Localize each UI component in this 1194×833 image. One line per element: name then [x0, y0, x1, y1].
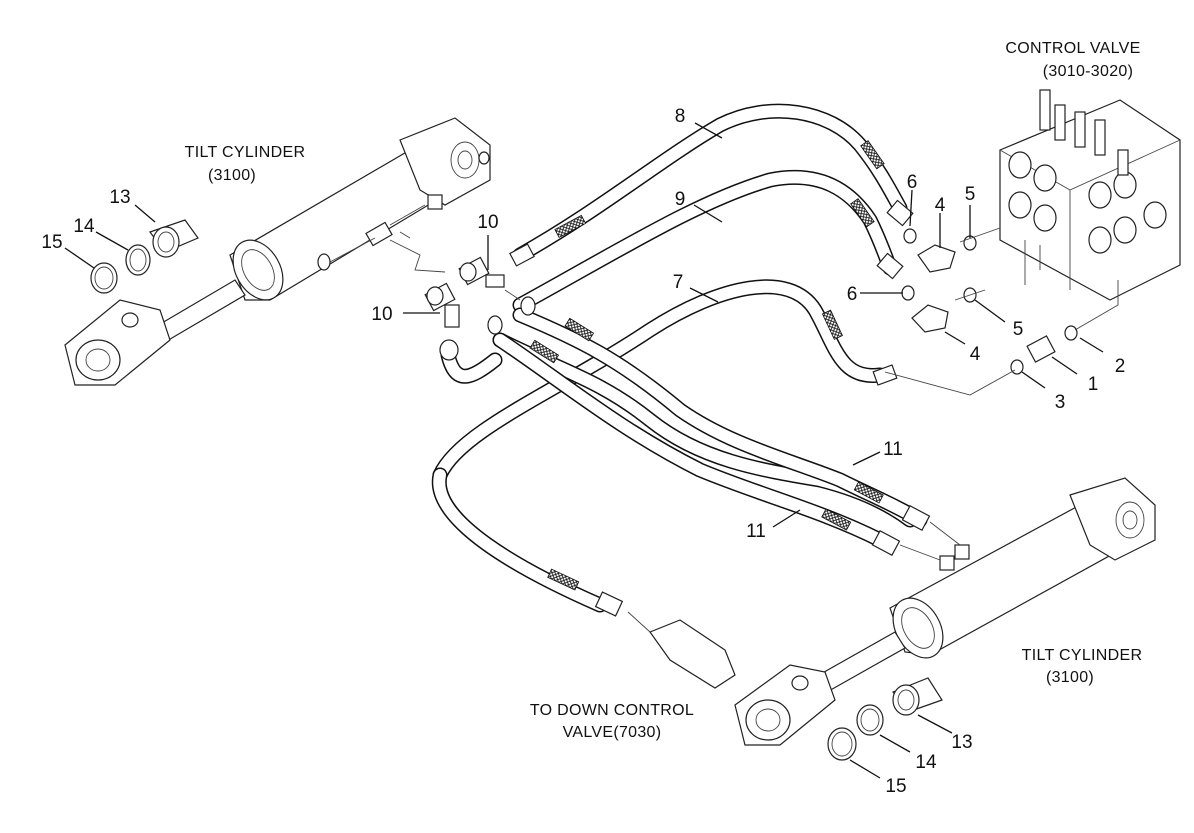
part-number-6-lower: 6 — [847, 284, 858, 305]
part-number-11-upper: 11 — [883, 439, 903, 460]
part-number-7: 7 — [673, 272, 684, 293]
part-number-14-left: 14 — [73, 216, 95, 237]
part-number-15-left: 15 — [41, 232, 62, 253]
part-number-5-upper: 5 — [965, 184, 976, 205]
part-number-6-upper: 6 — [907, 172, 918, 193]
part-number-13-right: 13 — [951, 732, 972, 753]
control-valve-ref: (3010-3020) — [1043, 63, 1133, 80]
seal-set-left — [90, 219, 199, 294]
leader-lines — [64, 122, 1104, 779]
part-number-3: 3 — [1055, 392, 1066, 413]
hose-9 — [512, 169, 898, 313]
seal-set-right — [827, 677, 943, 761]
part-number-11-lower: 11 — [746, 521, 766, 542]
o-ring-2 — [1064, 325, 1078, 341]
part-number-5-lower: 5 — [1013, 319, 1024, 340]
part-number-1: 1 — [1088, 374, 1099, 395]
down-valve-fitting — [627, 611, 736, 689]
part-number-8: 8 — [675, 106, 686, 127]
part-number-15-right: 15 — [885, 776, 906, 797]
o-ring-6-upper — [903, 228, 917, 244]
o-ring-3 — [1010, 359, 1024, 375]
hoses-11 — [492, 307, 931, 557]
hose-8 — [509, 103, 908, 267]
part-number-13-left: 13 — [109, 187, 130, 208]
part-number-4-upper: 4 — [935, 195, 946, 216]
part-number-10-upper: 10 — [477, 212, 498, 233]
tilt-cylinder-right-title: TILT CYLINDER — [1022, 647, 1143, 664]
tilt-cylinder-left-title: TILT CYLINDER — [185, 144, 306, 161]
control-valve-title: CONTROL VALVE — [1005, 40, 1140, 57]
elbow-hose-fitting — [439, 339, 503, 384]
part-number-10-lower: 10 — [371, 304, 392, 325]
tilt-cylinder-left-ref: (3100) — [208, 167, 256, 184]
down-valve-caption-line2: VALVE(7030) — [563, 724, 662, 741]
tilt-cylinder-right-ref: (3100) — [1046, 669, 1094, 686]
o-ring-6-lower — [901, 285, 915, 301]
tilt-cylinder-right — [734, 477, 1156, 746]
down-valve-caption-line1: TO DOWN CONTROL — [530, 702, 694, 719]
part-number-9: 9 — [675, 189, 686, 210]
part-number-4-lower: 4 — [970, 344, 981, 365]
control-valve — [999, 89, 1181, 301]
tee-fittings-10 — [424, 256, 536, 335]
part-number-2: 2 — [1115, 356, 1126, 377]
connection-lines — [389, 227, 1119, 561]
tilt-cylinder-left — [64, 117, 491, 386]
part-number-14-right: 14 — [915, 752, 937, 773]
